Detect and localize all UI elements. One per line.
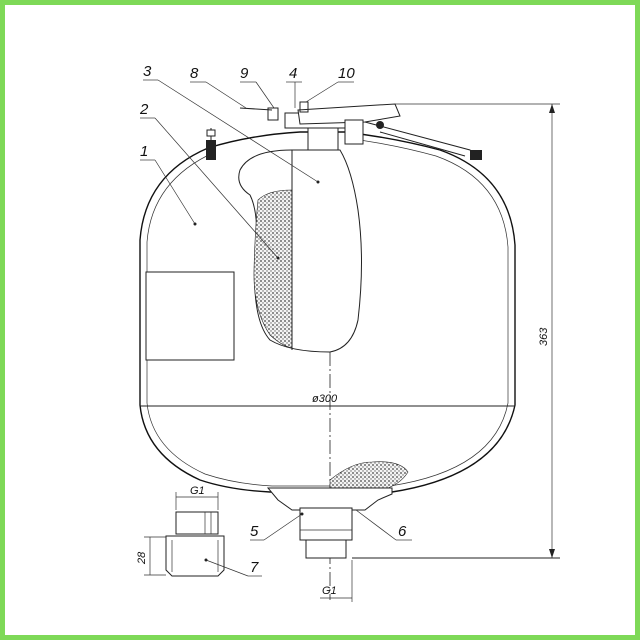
- label-plate: [145, 271, 235, 361]
- bottom-outlet: [305, 539, 347, 559]
- bracket-end: [470, 150, 482, 160]
- top-plate: [297, 103, 401, 125]
- callout-5: 5: [250, 523, 259, 540]
- bracket-block: [344, 119, 364, 145]
- top-neck: [307, 127, 339, 151]
- callout-8: 8: [190, 65, 199, 82]
- fitting-upper: [175, 511, 219, 535]
- leader-dot-5: [300, 512, 304, 516]
- dim-363: 363: [538, 327, 550, 346]
- bottom-flange: [266, 487, 393, 511]
- dim-363-arrow-top: [549, 104, 555, 113]
- leader-dot-3: [316, 180, 320, 184]
- callout-10: 10: [338, 65, 355, 82]
- callout-9: 9: [240, 65, 249, 82]
- leader-dot-7: [204, 558, 208, 562]
- leader-dot-1: [193, 222, 197, 226]
- callout-1: 1: [140, 143, 148, 160]
- callout-6: 6: [398, 523, 407, 540]
- bottom-neck: [299, 507, 353, 541]
- stud-left: [239, 107, 273, 111]
- air-valve-cap: [206, 129, 216, 137]
- callout-3: 3: [143, 63, 152, 80]
- dim-diameter: ø300: [312, 393, 338, 405]
- callout-7: 7: [250, 559, 259, 576]
- callout-4: 4: [289, 65, 297, 82]
- dim-g1-bottom: G1: [322, 585, 337, 597]
- leader-dot-2: [276, 256, 280, 260]
- callout-2: 2: [139, 101, 149, 118]
- membrane-section: [253, 189, 293, 349]
- dim-28: 28: [136, 551, 148, 565]
- dim-363-arrow-bottom: [549, 549, 555, 558]
- bolt-left: [267, 107, 279, 121]
- fitting-lower: [165, 535, 225, 577]
- air-valve: [206, 140, 216, 160]
- callout-leaders: [140, 79, 412, 577]
- dim-g1-top: G1: [190, 485, 205, 497]
- bolt-right: [299, 101, 309, 113]
- bracket-nut: [376, 121, 384, 129]
